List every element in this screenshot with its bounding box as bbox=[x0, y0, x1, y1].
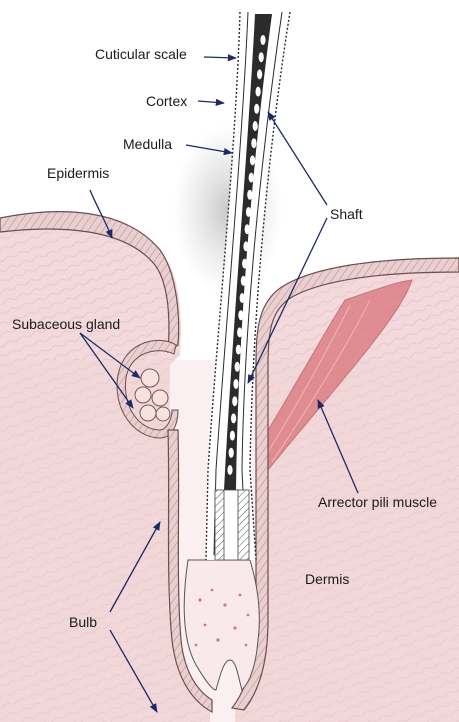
arrow-cuticular-scale bbox=[204, 57, 236, 58]
medulla-cell bbox=[235, 362, 240, 372]
label-subaceous-gland: Subaceous gland bbox=[12, 316, 120, 332]
medulla-cell bbox=[250, 155, 255, 165]
medulla-cell bbox=[236, 345, 241, 355]
label-cortex: Cortex bbox=[146, 93, 187, 109]
medulla-cell bbox=[237, 327, 242, 337]
label-cuticular-scale: Cuticular scale bbox=[95, 46, 187, 62]
medulla-cell bbox=[233, 379, 238, 389]
medulla-cell bbox=[240, 293, 245, 303]
medulla-cell bbox=[232, 396, 237, 406]
medulla-cell bbox=[229, 448, 234, 458]
medulla-cell bbox=[230, 431, 235, 441]
label-epidermis: Epidermis bbox=[47, 165, 109, 181]
medulla-cell bbox=[249, 173, 254, 183]
label-shaft: Shaft bbox=[330, 206, 363, 222]
label-arrector-pili-muscle: Arrector pili muscle bbox=[318, 494, 437, 510]
label-dermis: Dermis bbox=[305, 571, 349, 587]
medulla-cell bbox=[257, 69, 262, 79]
label-bulb: Bulb bbox=[69, 614, 97, 630]
medulla-cell bbox=[246, 207, 251, 217]
medulla-cell bbox=[254, 104, 259, 114]
medulla-cell bbox=[243, 241, 248, 251]
medulla-cell bbox=[238, 310, 243, 320]
medulla-cell bbox=[253, 121, 258, 131]
medulla-cell bbox=[231, 413, 236, 423]
label-medulla: Medulla bbox=[123, 136, 172, 152]
medulla-cell bbox=[260, 35, 265, 45]
medulla-cell bbox=[256, 87, 261, 97]
medulla-cell bbox=[245, 224, 250, 234]
arrow-cortex bbox=[198, 101, 224, 103]
medulla-cell bbox=[227, 465, 232, 475]
medulla-cell bbox=[251, 138, 256, 148]
medulla-cell bbox=[242, 259, 247, 269]
medulla-cell bbox=[247, 190, 252, 200]
medulla-cell bbox=[259, 52, 264, 62]
medulla-cell bbox=[241, 276, 246, 286]
